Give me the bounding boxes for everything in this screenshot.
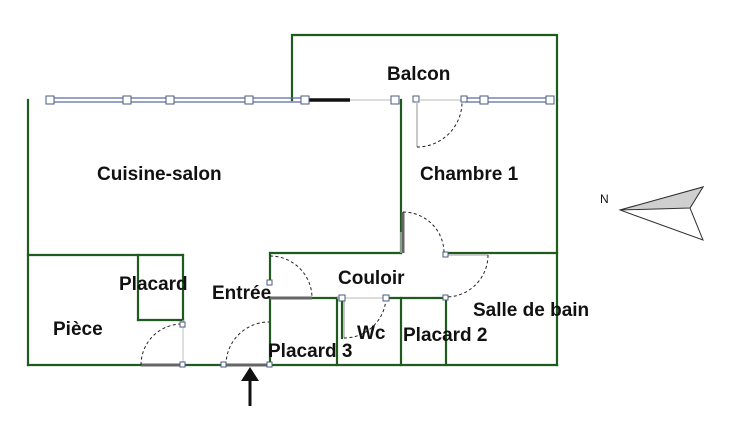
doors [140, 101, 489, 368]
room-label-entree: Entrée [212, 283, 271, 304]
interior-walls [26, 98, 559, 367]
room-label-cuisine-salon: Cuisine-salon [97, 164, 222, 185]
compass-arrow-icon [618, 186, 705, 241]
compass-label: N [600, 192, 609, 206]
room-label-balcon: Balcon [387, 64, 450, 85]
exterior-walls [26, 98, 559, 367]
room-label-chambre: Chambre 1 [420, 164, 519, 185]
room-label-couloir: Couloir [338, 268, 405, 289]
room-label-placard2: Placard 2 [403, 325, 488, 346]
room-label-placard: Placard [119, 274, 188, 295]
room-label-piece: Pièce [53, 319, 103, 340]
room-label-placard3: Placard 3 [268, 341, 353, 362]
room-label-salle-de-bain: Salle de bain [473, 300, 589, 321]
arrow-up-icon [241, 367, 259, 406]
balcony-walls [290, 33, 559, 102]
room-label-wc: Wc [357, 323, 386, 344]
windows [45, 95, 555, 105]
